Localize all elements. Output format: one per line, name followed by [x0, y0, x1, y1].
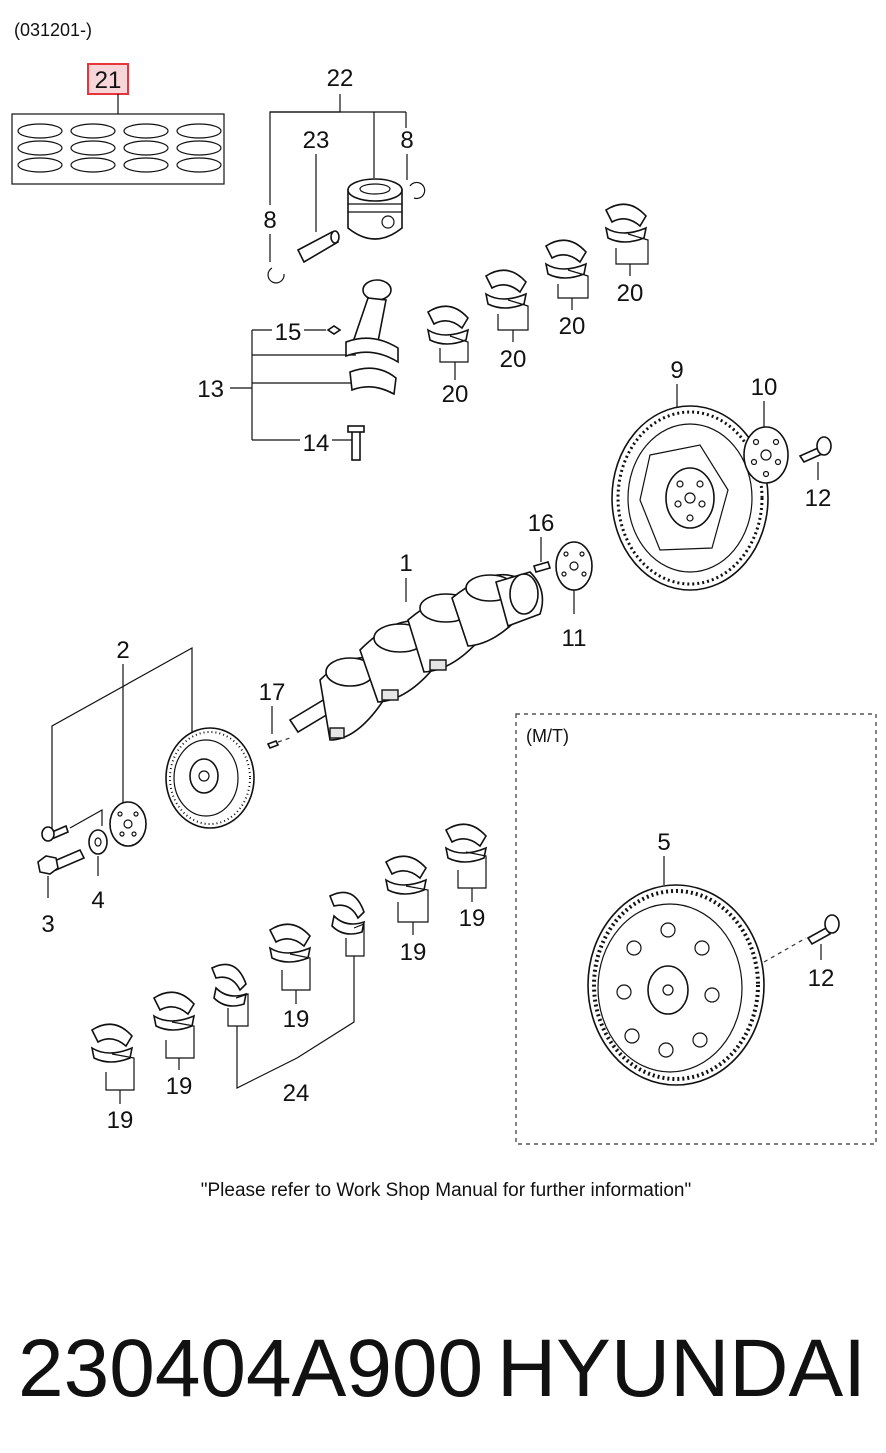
- callout-2[interactable]: 2: [116, 637, 129, 664]
- callout-20-4[interactable]: 20: [617, 280, 644, 307]
- callout-15[interactable]: 15: [275, 319, 302, 346]
- flange-plate: [555, 541, 593, 591]
- flywheel: [587, 884, 765, 1086]
- callout-11[interactable]: 11: [562, 625, 587, 652]
- callout-3[interactable]: 3: [41, 911, 54, 938]
- callout-1[interactable]: 1: [399, 550, 412, 577]
- callout-19-4[interactable]: 19: [166, 1073, 193, 1100]
- rod-bearing-2: [484, 269, 529, 331]
- callout-8-right[interactable]: 8: [400, 127, 413, 154]
- mt-label: (M/T): [526, 726, 569, 746]
- flywheel-bolt-upper: [798, 436, 832, 464]
- workshop-note: "Please refer to Work Shop Manual for fu…: [201, 1180, 691, 1201]
- mt-variant-box: [515, 713, 877, 1145]
- callout-20-2[interactable]: 20: [500, 346, 527, 373]
- callout-19-3[interactable]: 19: [283, 1006, 310, 1033]
- callout-12-upper[interactable]: 12: [805, 485, 832, 512]
- rod-bolt: [347, 425, 365, 461]
- snap-ring-left: [267, 267, 285, 284]
- pulley-small-bolt: [41, 824, 69, 842]
- drive-plate: [611, 405, 769, 591]
- main-bearing-3: [268, 923, 312, 991]
- part-number: 230404A900: [18, 1323, 483, 1414]
- piston-pin: [296, 230, 340, 264]
- pulley-center-bolt: [37, 848, 86, 875]
- crankshaft: [288, 571, 544, 741]
- diagram-code: (031201-): [14, 20, 92, 40]
- rod-bearing-4: [604, 203, 649, 265]
- piston: [347, 178, 403, 240]
- main-bearing-2: [384, 855, 429, 923]
- callout-5[interactable]: 5: [657, 829, 670, 856]
- rod-bearing-3: [544, 239, 589, 299]
- snap-ring-right: [409, 181, 426, 200]
- main-bearing-1: [444, 823, 488, 889]
- callout-19-5[interactable]: 19: [107, 1107, 134, 1134]
- damper-pulley: [165, 727, 255, 829]
- main-bearing-4: [152, 991, 196, 1059]
- piston-ring-set: [11, 113, 225, 185]
- adapter-plate: [743, 426, 789, 484]
- callout-12-lower[interactable]: 12: [808, 965, 835, 992]
- callout-20-3[interactable]: 20: [559, 313, 586, 340]
- main-bearing-5: [90, 1023, 135, 1091]
- highlight-box-21[interactable]: [87, 63, 129, 95]
- callout-19-2[interactable]: 19: [400, 939, 427, 966]
- callout-8-left[interactable]: 8: [263, 207, 276, 234]
- callout-22[interactable]: 22: [327, 65, 354, 92]
- rod-bearing-1: [426, 305, 470, 363]
- callout-20-1[interactable]: 20: [442, 381, 469, 408]
- thrust-bearing-right: [328, 891, 366, 957]
- piston-ring-set-rings: [17, 123, 222, 173]
- washer: [88, 829, 108, 855]
- callout-23[interactable]: 23: [303, 127, 330, 154]
- pulley-hub-plate: [109, 801, 147, 847]
- key: [266, 739, 280, 750]
- callout-17[interactable]: 17: [259, 679, 286, 706]
- connecting-rod: [345, 279, 399, 396]
- rod-nut: [326, 325, 342, 335]
- dowel-pin: [532, 561, 552, 573]
- callout-14[interactable]: 14: [303, 430, 330, 457]
- callout-9[interactable]: 9: [670, 357, 683, 384]
- thrust-bearing-left: [210, 963, 249, 1027]
- flywheel-bolt-lower: [806, 914, 840, 946]
- callout-16[interactable]: 16: [528, 510, 555, 537]
- callout-24[interactable]: 24: [283, 1080, 310, 1107]
- callout-19-1[interactable]: 19: [459, 905, 486, 932]
- brand-name: HYUNDAI: [497, 1323, 866, 1414]
- callout-4[interactable]: 4: [91, 887, 104, 914]
- callout-21[interactable]: 21: [95, 67, 122, 94]
- callout-13[interactable]: 13: [197, 376, 224, 403]
- callout-10[interactable]: 10: [751, 374, 778, 401]
